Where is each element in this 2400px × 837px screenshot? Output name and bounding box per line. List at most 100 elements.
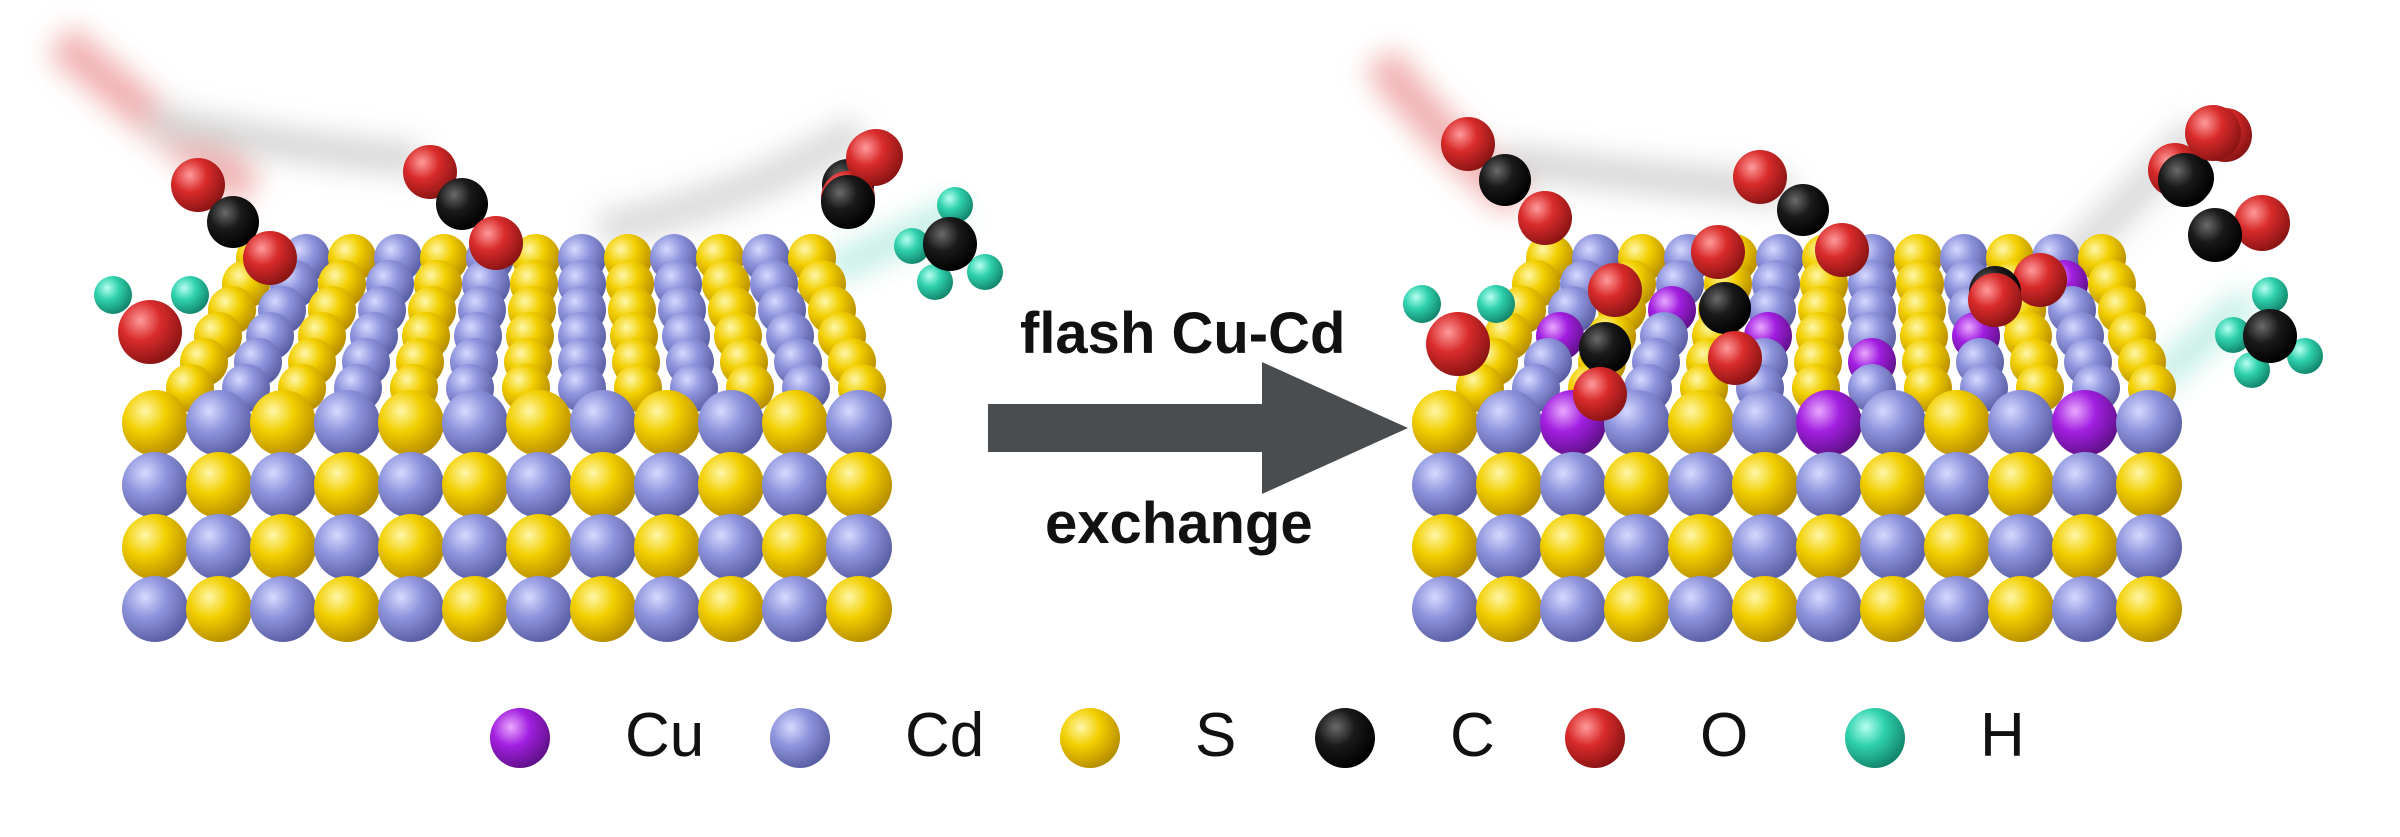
sulfur-atom — [2052, 514, 2118, 580]
cadmium-atom — [122, 576, 188, 642]
oxygen-atom — [1426, 312, 1490, 376]
sulfur-atom — [1732, 452, 1798, 518]
reaction-arrow — [988, 362, 1408, 494]
sulfur-atom — [122, 390, 188, 456]
sulfur-atom — [1796, 514, 1862, 580]
legend-swatch-o-icon — [1565, 708, 1625, 768]
carbon-atom — [2243, 309, 2297, 363]
carbon-atom — [436, 178, 488, 230]
cadmium-atom — [826, 514, 892, 580]
sulfur-atom — [314, 452, 380, 518]
cadmium-atom — [1860, 514, 1926, 580]
legend-label-cd: Cd — [905, 701, 985, 770]
legend-swatch-h-icon — [1845, 708, 1905, 768]
oxygen-atom — [243, 231, 297, 285]
sulfur-atom — [1476, 576, 1542, 642]
cadmium-atom — [1540, 452, 1606, 518]
cds-slab-right — [1412, 234, 2182, 642]
hydrogen-atom — [1477, 285, 1515, 323]
sulfur-atom — [698, 452, 764, 518]
sulfur-atom — [506, 514, 572, 580]
sulfur-atom — [1540, 514, 1606, 580]
carbon-atom — [1699, 282, 1751, 334]
oxygen-atom — [1573, 367, 1627, 421]
cadmium-atom — [1988, 514, 2054, 580]
hydrogen-atom — [937, 187, 973, 223]
sulfur-atom — [186, 576, 252, 642]
sulfur-atom — [1668, 514, 1734, 580]
cadmium-atom — [826, 390, 892, 456]
sulfur-atom — [762, 390, 828, 456]
sulfur-atom — [186, 452, 252, 518]
cadmium-atom — [506, 576, 572, 642]
legend-label-c: C — [1450, 701, 1495, 770]
legend-swatch-cd-icon — [770, 708, 830, 768]
sulfur-atom — [826, 576, 892, 642]
sulfur-atom — [762, 514, 828, 580]
cadmium-atom — [1732, 514, 1798, 580]
sulfur-atom — [1668, 390, 1734, 456]
cadmium-atom — [1412, 576, 1478, 642]
oxygen-atom — [1968, 273, 2022, 327]
cadmium-atom — [1476, 514, 1542, 580]
sulfur-atom — [1988, 452, 2054, 518]
legend-label-cu: Cu — [625, 701, 705, 770]
sulfur-atom — [634, 390, 700, 456]
oxygen-atom — [2185, 105, 2241, 161]
legend-icons — [490, 708, 1905, 768]
sulfur-atom — [1860, 452, 1926, 518]
arrow-label-bottom: exchange — [1045, 491, 1313, 556]
cadmium-atom — [314, 514, 380, 580]
cadmium-atom — [442, 514, 508, 580]
oxygen-atom — [2234, 195, 2290, 251]
cds-slab-left — [122, 234, 892, 642]
oxygen-atom — [846, 130, 902, 186]
copper-atom — [2052, 390, 2118, 456]
cadmium-atom — [1604, 514, 1670, 580]
sulfur-atom — [570, 452, 636, 518]
cadmium-atom — [1668, 452, 1734, 518]
cadmium-atom — [2052, 576, 2118, 642]
carbon-atom — [1479, 154, 1531, 206]
cadmium-atom — [1476, 390, 1542, 456]
cadmium-atom — [1540, 576, 1606, 642]
carbon-atom — [207, 196, 259, 248]
cadmium-atom — [698, 514, 764, 580]
legend-label-o: O — [1700, 701, 1749, 770]
legend-swatch-cu-icon — [490, 708, 550, 768]
cadmium-atom — [378, 576, 444, 642]
oxygen-atom — [1733, 150, 1787, 204]
hydrogen-atom — [171, 276, 209, 314]
cadmium-atom — [186, 514, 252, 580]
cadmium-atom — [634, 452, 700, 518]
cadmium-atom — [1796, 452, 1862, 518]
sulfur-atom — [1924, 514, 1990, 580]
cadmium-atom — [1796, 576, 1862, 642]
sulfur-atom — [698, 576, 764, 642]
sulfur-atom — [442, 576, 508, 642]
sulfur-atom — [1412, 390, 1478, 456]
legend-label-s: S — [1195, 701, 1237, 770]
legend-swatch-s-icon — [1060, 708, 1120, 768]
cadmium-atom — [1668, 576, 1734, 642]
oxygen-atom — [469, 216, 523, 270]
sulfur-atom — [378, 514, 444, 580]
sulfur-atom — [1924, 390, 1990, 456]
hydrogen-atom — [2287, 338, 2323, 374]
sulfur-atom — [570, 576, 636, 642]
cadmium-atom — [314, 390, 380, 456]
hydrogen-atom — [967, 254, 1003, 290]
cadmium-atom — [250, 452, 316, 518]
cadmium-atom — [570, 390, 636, 456]
carbon-atom — [821, 175, 875, 229]
oxygen-atom — [1441, 117, 1495, 171]
hydrogen-atom — [94, 276, 132, 314]
oxygen-atom — [171, 158, 225, 212]
cadmium-atom — [1924, 452, 1990, 518]
copper-atom — [1796, 390, 1862, 456]
cadmium-atom — [122, 452, 188, 518]
cadmium-atom — [698, 390, 764, 456]
sulfur-atom — [250, 514, 316, 580]
sulfur-atom — [506, 390, 572, 456]
